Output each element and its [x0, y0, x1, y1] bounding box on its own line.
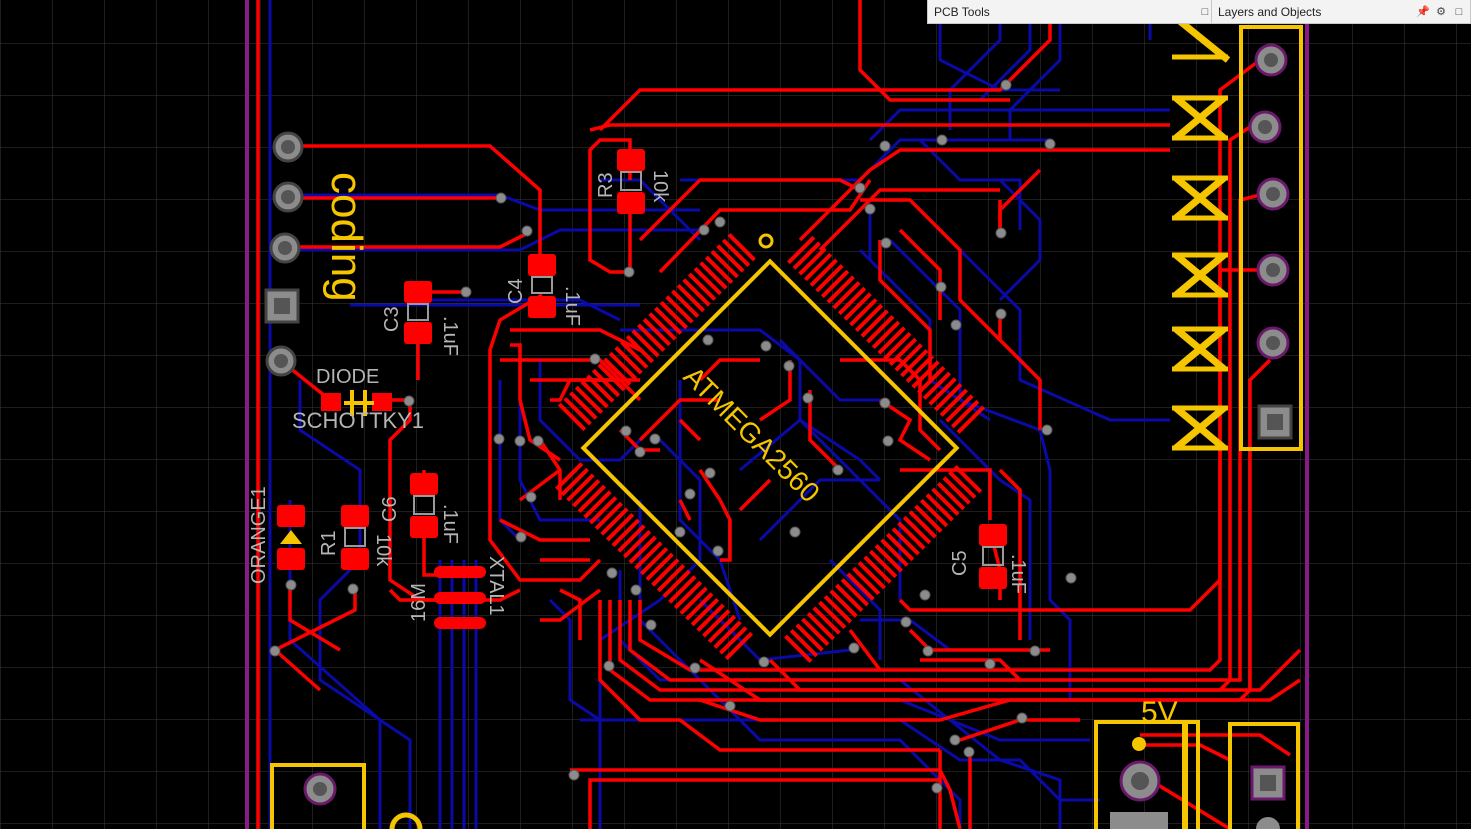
c4-label: C4: [505, 278, 527, 304]
capacitor-c4[interactable]: C4 .1uF: [505, 254, 583, 326]
c5-value: .1uF: [1007, 554, 1029, 594]
board-outline: [245, 0, 1309, 829]
capacitor-c3[interactable]: C3 .1uF: [381, 281, 461, 356]
chip-pads: [555, 233, 985, 663]
maximize-icon[interactable]: □: [1455, 5, 1463, 18]
led-orange1[interactable]: ORANGE1: [248, 486, 305, 584]
power-header-right[interactable]: [1228, 722, 1300, 829]
pcb-tools-panel-tab[interactable]: PCB Tools □: [927, 0, 1217, 24]
r1-label: R1: [318, 530, 340, 556]
resistor-r3[interactable]: R3 10k: [595, 149, 671, 214]
r3-label: R3: [595, 172, 617, 198]
layers-title: Layers and Objects: [1218, 4, 1322, 19]
capacitor-c6[interactable]: C6 .1uF: [379, 473, 461, 544]
gear-icon[interactable]: ⚙: [1436, 6, 1446, 18]
c3-value: .1uF: [439, 316, 461, 356]
c5-label: C5: [949, 550, 971, 576]
pin1-marker: [758, 233, 774, 249]
capacitor-c5[interactable]: C5 .1uF: [949, 524, 1029, 594]
pin-icon[interactable]: 📌: [1416, 6, 1430, 18]
power-connector[interactable]: 5V: [1094, 696, 1200, 829]
c3-label: C3: [381, 306, 403, 332]
right-header[interactable]: [1239, 25, 1303, 451]
diode-schottky1[interactable]: DIODE SCHOTTKY1: [292, 366, 424, 433]
left-header[interactable]: [264, 131, 304, 377]
xtal-value: 16M: [408, 583, 430, 622]
c6-value: .1uF: [439, 504, 461, 544]
xtal-label: XTAL1: [485, 556, 507, 616]
r3-value: 10k: [649, 170, 671, 203]
c6-label: C6: [379, 496, 401, 522]
power-label: 5V: [1141, 696, 1178, 729]
chip-outline: [580, 258, 960, 638]
diode-label: DIODE: [316, 366, 379, 388]
bottom-left-connector[interactable]: [270, 763, 423, 829]
schottky-label: SCHOTTKY1: [292, 408, 424, 433]
crystal-xtal1[interactable]: 16M XTAL1: [408, 556, 507, 629]
r1-value: 10k: [372, 534, 394, 567]
maximize-icon[interactable]: □: [1201, 5, 1209, 18]
layers-panel-tab[interactable]: Layers and Objects 📌 ⚙ □: [1211, 0, 1471, 24]
pcb-tools-title: PCB Tools: [934, 4, 990, 19]
vias: [269, 79, 1077, 794]
resistor-r1[interactable]: R1 10k: [318, 505, 394, 570]
logo-text: coding: [322, 172, 371, 302]
c4-value: .1uF: [561, 286, 583, 326]
orange-label: ORANGE1: [248, 486, 270, 584]
